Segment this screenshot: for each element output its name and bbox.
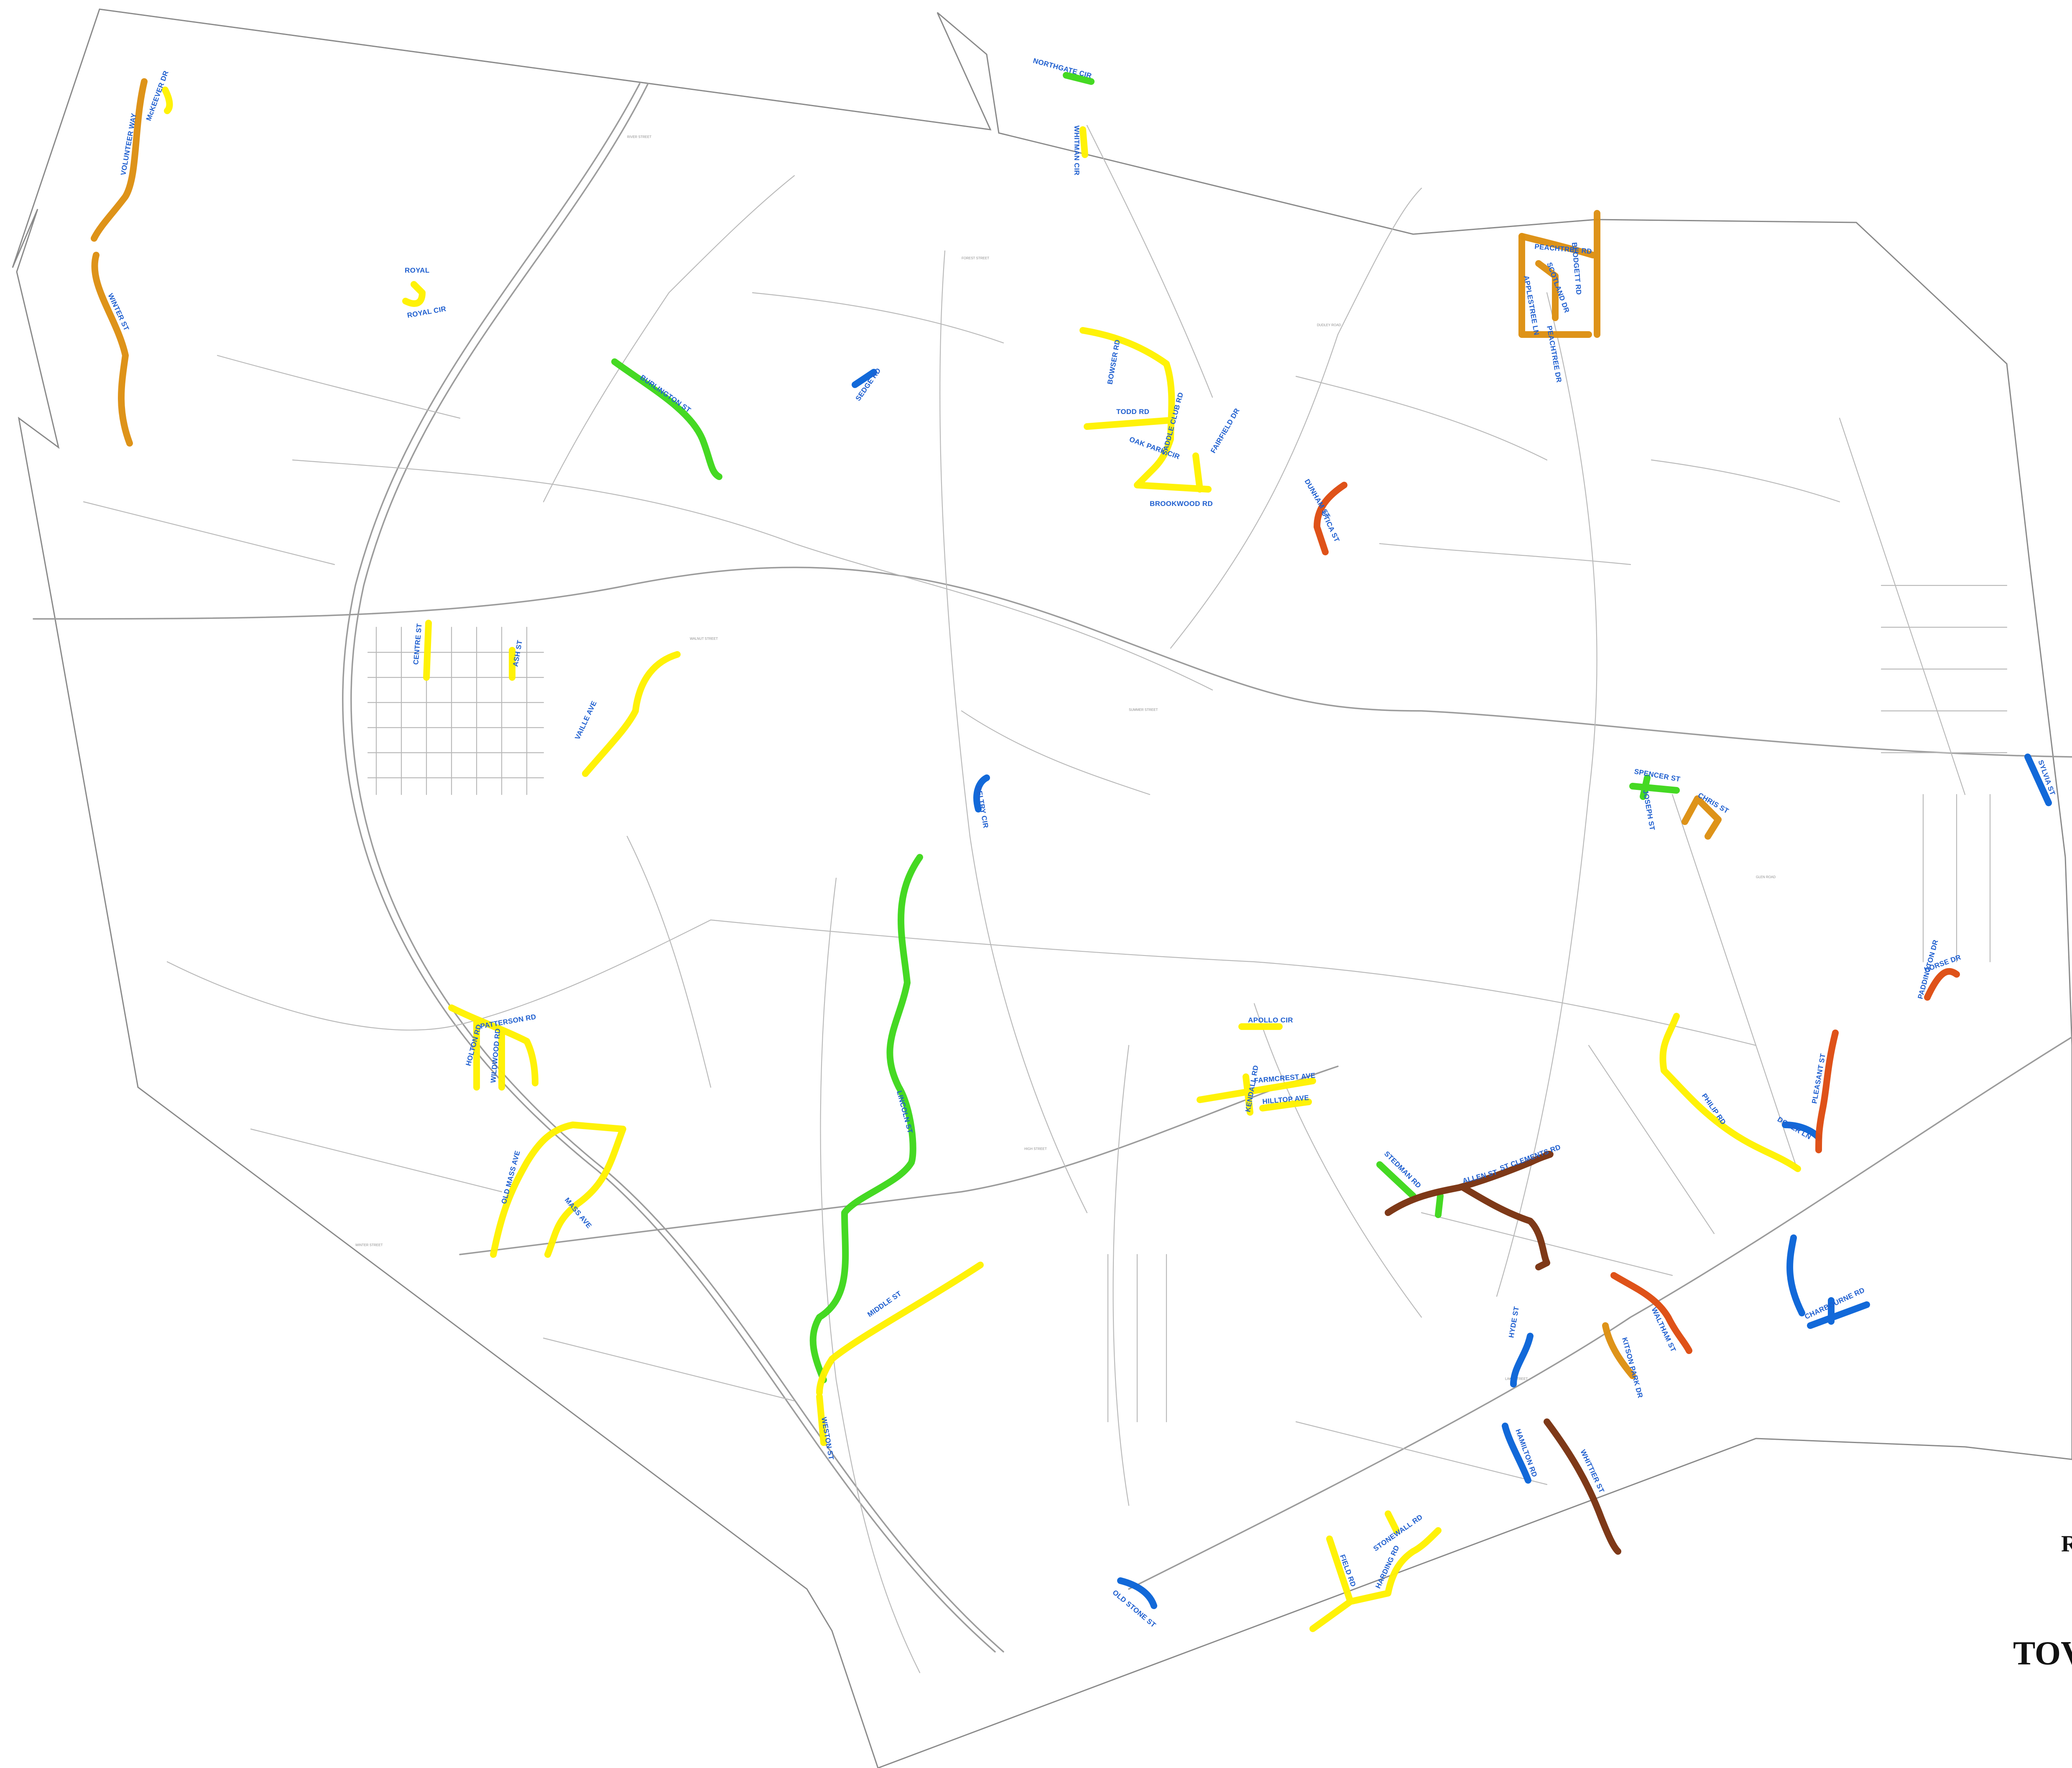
- legend-fragment-r: R: [2061, 1531, 2072, 1557]
- appletree-ln-segment: [1518, 233, 1592, 338]
- allen-st-segment: [1385, 1151, 1554, 1270]
- sedge-rd-segment: [852, 369, 877, 388]
- street-label: NORTHGATE CIR: [1032, 57, 1092, 80]
- burlington-st-segment: [611, 358, 722, 480]
- bowser-rd-segment: [1079, 327, 1212, 493]
- paving-segments: [91, 72, 2052, 1632]
- centre-st-segment: [423, 620, 432, 681]
- lincoln-st-segment: [809, 854, 923, 1383]
- vaille-ave-segment: [582, 651, 681, 777]
- farmcrest-ave-segment: [1197, 1073, 1316, 1116]
- volunteer-way-segment: [91, 78, 148, 242]
- svg-text:GLEN ROAD: GLEN ROAD: [1756, 875, 1776, 879]
- field-rd-segment: [1309, 1510, 1442, 1632]
- middle-st-segment: [816, 1262, 984, 1396]
- waltham-st-segment: [1610, 1272, 1692, 1354]
- chris-st-segment: [1682, 795, 1722, 840]
- map-title-fragment: R TOV: [2013, 1531, 2072, 1672]
- svg-text:WALNUT STREET: WALNUT STREET: [690, 637, 718, 641]
- spencer-st-segment: [1629, 774, 1680, 800]
- mass-ave-segment: [490, 1122, 626, 1258]
- street-label: APOLLO CIR: [1248, 1016, 1293, 1024]
- kitson-park-dr-segment: [1602, 1322, 1636, 1379]
- paddington-dr-segment: [1924, 968, 1960, 1001]
- street-label: TODD RD: [1116, 408, 1149, 416]
- svg-text:SUMMER STREET: SUMMER STREET: [1129, 708, 1158, 712]
- hamilton-rd-segment: [1502, 1423, 1531, 1484]
- winter-st-segment: [91, 252, 133, 447]
- svg-text:WINTER STREET: WINTER STREET: [355, 1243, 383, 1247]
- street-label: BROOKWOOD RD: [1150, 500, 1213, 508]
- peachtree-rd-segment: [1518, 210, 1600, 338]
- whitman-cir-segment: [1079, 126, 1088, 158]
- patterson-rd-segment: [448, 1004, 538, 1091]
- old-stone-st-segment: [1117, 1577, 1157, 1609]
- beltry-cir-segment: [973, 774, 990, 812]
- sylvia-st-segment: [2024, 754, 2052, 806]
- svg-text:DUDLEY ROAD: DUDLEY ROAD: [1317, 323, 1341, 327]
- svg-text:RIVER STREET: RIVER STREET: [627, 135, 651, 139]
- legend-fragment-tov: TOV: [2013, 1635, 2072, 1672]
- dunham-st-segment: [1314, 482, 1347, 555]
- street-label: ROYAL: [405, 266, 429, 274]
- street-label: WHITMAN CIR: [1073, 125, 1081, 175]
- weston-st-segment: [816, 1393, 827, 1446]
- mckeever-dr-segment: [162, 87, 173, 114]
- pleasant-st-segment: [1815, 1030, 1839, 1153]
- stedman-rd-segment: [1376, 1161, 1444, 1218]
- northgate-cir-segment: [1063, 72, 1095, 85]
- hyde-st-segment: [1510, 1333, 1534, 1387]
- road-network: [33, 83, 2072, 1673]
- charbourne-rd-segment: [1786, 1234, 1870, 1329]
- svg-text:FOREST STREET: FOREST STREET: [962, 256, 989, 260]
- philip-rd-segment: [1659, 1013, 1801, 1172]
- royal-cir-segment: [402, 281, 426, 307]
- whittier-st-segment: [1544, 1418, 1621, 1555]
- town-boundary: [12, 8, 2072, 1768]
- svg-text:HIGH STREET: HIGH STREET: [1024, 1147, 1047, 1151]
